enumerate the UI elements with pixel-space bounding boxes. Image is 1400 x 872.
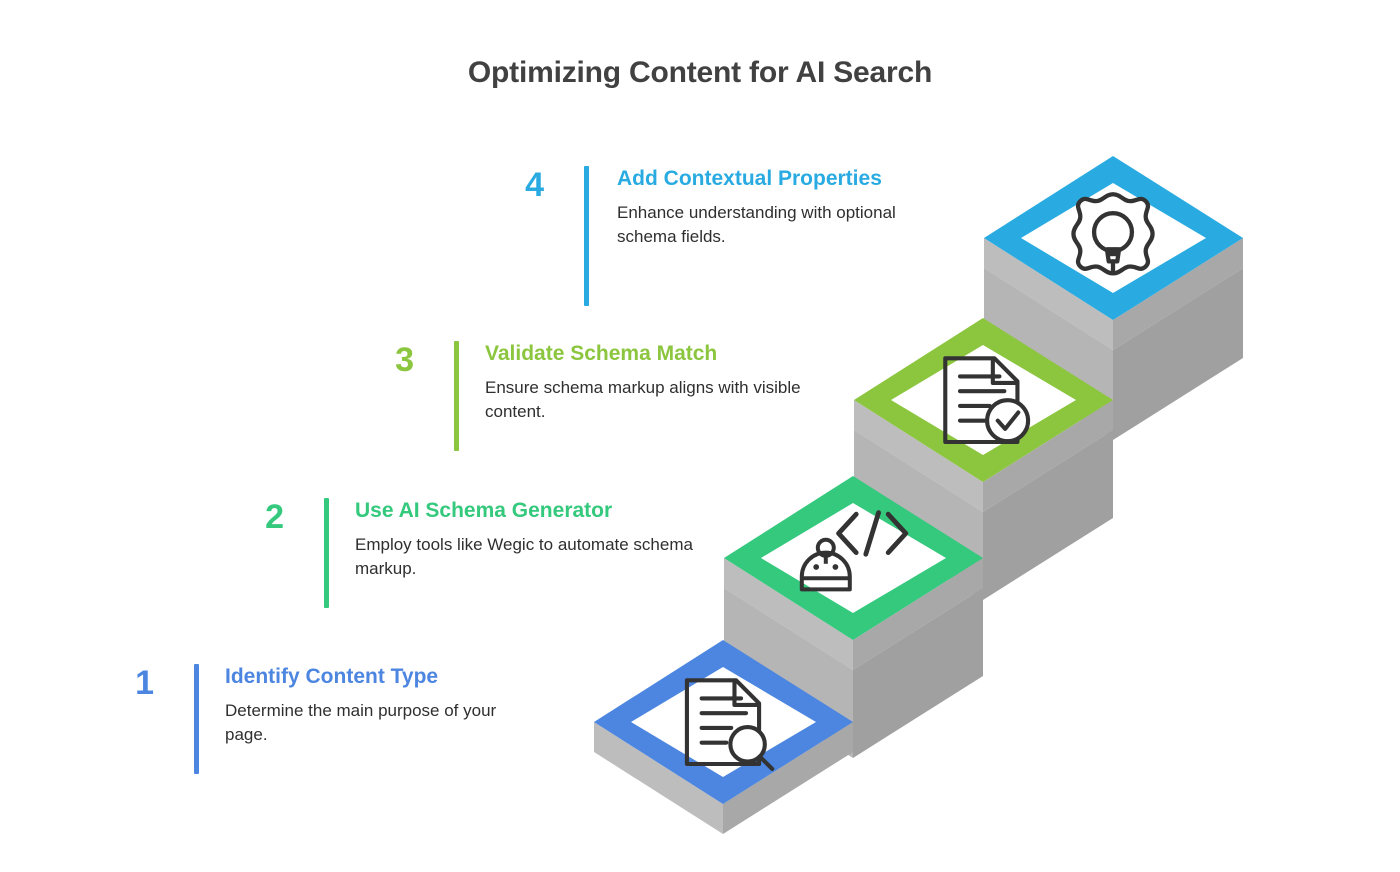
step-body-1: Identify Content Type Determine the main… [225, 664, 535, 747]
step-text-3: 3 Validate Schema Match Ensure schema ma… [368, 341, 845, 451]
step-heading-3: Validate Schema Match [485, 342, 718, 365]
platform-diamond-1 [594, 640, 853, 804]
step-heading-2: Use AI Schema Generator [355, 499, 613, 522]
step-body-4: Add Contextual Properties Enhance unders… [617, 166, 917, 249]
step-text-2: 2 Use AI Schema Generator Employ tools l… [238, 498, 705, 608]
step-number-2: 2 [265, 498, 284, 536]
step-body-2: Use AI Schema Generator Employ tools lik… [355, 498, 705, 581]
step-description-4: Enhance understanding with optional sche… [617, 202, 896, 246]
accent-bar-3 [454, 341, 459, 451]
step-description-1: Determine the main purpose of your page. [225, 700, 497, 744]
platform-diamond-4 [984, 156, 1243, 320]
stair-block-1 [594, 722, 853, 834]
platform-diamond-2 [724, 476, 983, 640]
step-number-1: 1 [135, 664, 154, 702]
step-number-3: 3 [395, 341, 414, 379]
step-body-3: Validate Schema Match Ensure schema mark… [485, 341, 845, 424]
step-number-4: 4 [525, 166, 544, 204]
step-heading-1: Identify Content Type [225, 665, 439, 688]
step-text-1: 1 Identify Content Type Determine the ma… [108, 664, 535, 774]
page-title: Optimizing Content for AI Search [467, 56, 933, 89]
accent-bar-4 [584, 166, 589, 306]
step-description-2: Employ tools like Wegic to automate sche… [355, 534, 693, 578]
accent-bar-2 [324, 498, 329, 608]
accent-bar-1 [194, 664, 199, 774]
step-description-3: Ensure schema markup aligns with visible… [485, 377, 801, 421]
step-text-4: 4 Add Contextual Properties Enhance unde… [498, 166, 917, 306]
step-heading-4: Add Contextual Properties [617, 167, 882, 190]
platform-diamond-3 [854, 318, 1113, 482]
